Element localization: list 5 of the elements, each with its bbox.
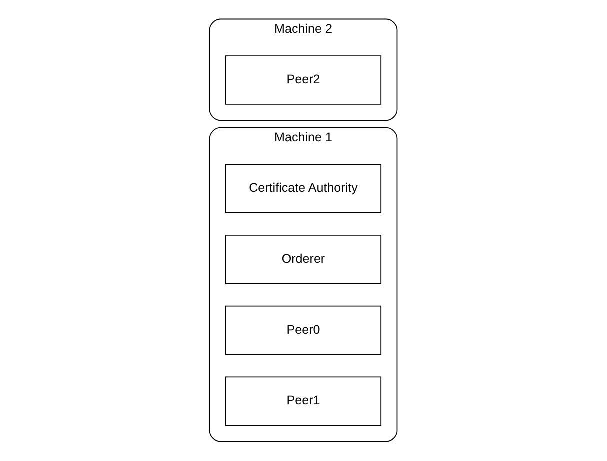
node-box: Orderer bbox=[225, 234, 382, 284]
node-box: Peer2 bbox=[225, 56, 382, 105]
node-box: Peer0 bbox=[225, 306, 382, 356]
node-box: Certificate Authority bbox=[225, 164, 382, 214]
node-box: Peer1 bbox=[225, 376, 382, 426]
